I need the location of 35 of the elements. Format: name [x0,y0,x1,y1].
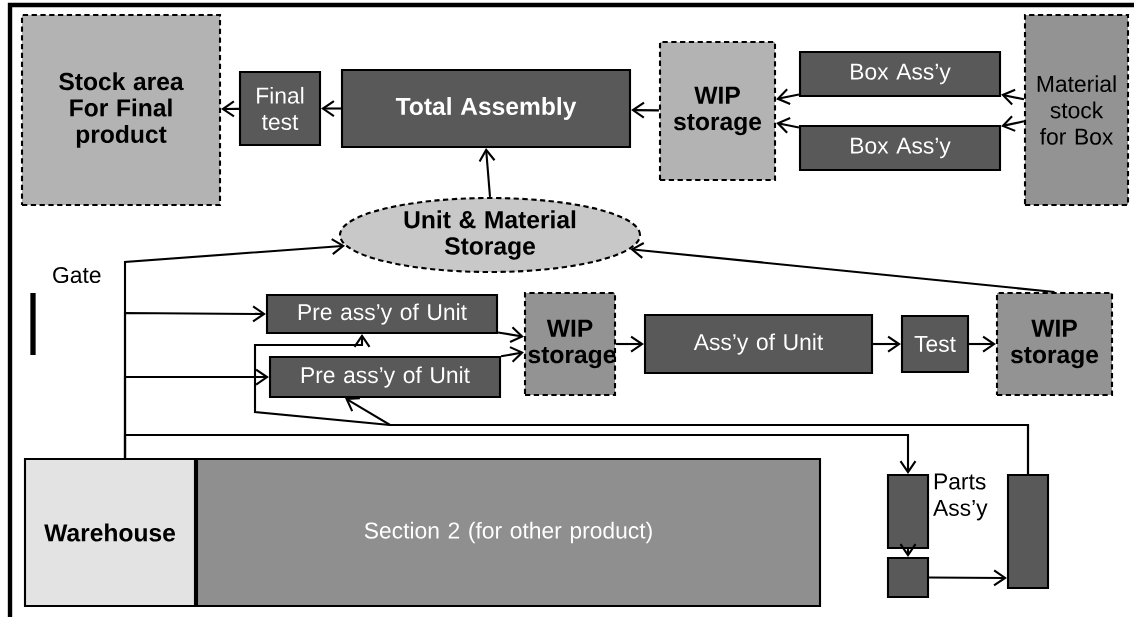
arrow [123,433,917,474]
process-box: Pre ass’y of Unit [268,355,502,399]
section-box: Section 2 (for other product) [195,457,822,608]
gate-label: Gate [53,266,101,284]
arrow [929,569,1007,587]
arrow [500,346,524,363]
arrow [873,335,901,353]
arrow [478,148,496,198]
storage-box: WIP storage [995,291,1114,397]
process-box: Final test [238,70,322,147]
process-box: Total Assembly [340,68,632,149]
process-box: Box Ass’y [798,124,1002,172]
arrow [1001,88,1025,106]
parts-box [1006,473,1050,590]
storage-box: WIP storage [658,40,777,182]
stock-area: Stock area For Final product [20,13,222,207]
process-box: Pre ass’y of Unit [265,293,499,335]
arrow [321,100,341,117]
process-box: Test [900,314,970,374]
arrow [969,335,996,353]
parts-box [886,473,930,550]
process-box: Ass’y of Unit [643,313,874,375]
process-box: Box Ass’y [798,50,1002,98]
arrow [616,335,644,353]
warehouse-box: Warehouse [23,457,197,608]
arrow [776,117,800,134]
storage-box: WIP storage [523,291,617,397]
arrow [631,101,659,119]
parts-label: Parts Ass’y [933,473,988,521]
stock-area: Material stock for Box [1023,13,1130,207]
arrow [497,326,524,343]
parts-box [886,556,930,599]
arrow [345,397,1030,474]
arrow [776,88,800,105]
arrow [1001,115,1025,132]
